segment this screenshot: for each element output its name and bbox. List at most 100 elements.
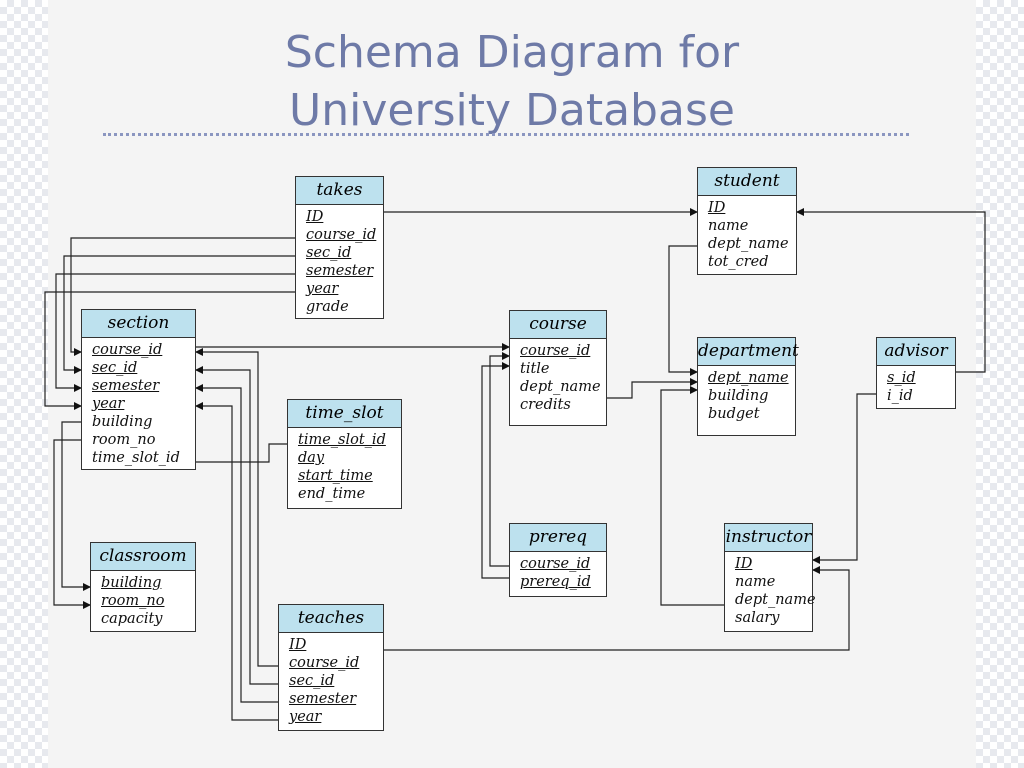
fk-instructor-department [660,386,724,606]
table-department: department dept_name building budget [697,337,799,436]
primary-key-attribute: course_id [92,342,163,358]
table-header: advisor [877,338,955,366]
fk-takes-section-course-id [70,237,295,356]
attribute-list: ID course_id sec_id semester year grade [296,205,383,316]
table-header: prereq [510,524,606,552]
attribute: budget [708,406,760,422]
fk-prereq-prereq-id [481,362,510,579]
fk-takes-section-semester [55,273,295,392]
primary-key-attribute: start_time [298,468,373,484]
primary-key-attribute: s_id [887,370,916,386]
fk-teaches-section-sec-id [195,366,278,685]
table-header: time_slot [288,400,401,428]
table-header: teaches [279,605,383,633]
primary-key-attribute: course_id [289,655,360,671]
primary-key-attribute: time_slot_id [298,432,386,448]
table-header: section [82,310,195,338]
fk-student-department [668,245,698,376]
attribute: salary [735,610,780,626]
attribute: grade [306,299,349,315]
fk-prereq-course-id [489,352,510,567]
fk-takes-section-year [44,291,295,410]
primary-key-attribute: year [289,709,322,725]
attribute: name [735,574,776,590]
table-advisor: advisor s_id i_id [876,337,956,409]
primary-key-attribute: course_id [520,343,591,359]
primary-key-attribute: course_id [306,227,377,243]
attribute: tot_cred [708,254,769,270]
table-prereq: prereq course_id prereq_id [509,523,607,597]
primary-key-attribute: semester [92,378,160,394]
attribute-list: s_id i_id [877,366,955,405]
primary-key-attribute: semester [306,263,374,279]
attribute: dept_name [520,379,601,395]
attribute: name [708,218,749,234]
primary-key-attribute: semester [289,691,357,707]
title-line-2: University Database [289,85,735,136]
attribute-list: course_id prereq_id [510,552,606,591]
fk-section-classroom-building [61,421,91,591]
attribute-list: dept_name building budget [698,366,795,423]
attribute-list: course_id sec_id semester year building room_… [82,338,195,467]
primary-key-attribute: sec_id [306,245,352,261]
left-checker-border [0,0,48,768]
attribute: dept_name [735,592,816,608]
primary-key-attribute: dept_name [708,370,789,386]
table-header: instructor [725,524,812,552]
fk-teaches-section-semester [195,384,278,703]
attribute: credits [520,397,571,413]
fk-teaches-section-year [195,402,278,721]
attribute: building [92,414,153,430]
attribute: dept_name [708,236,789,252]
right-checker-border [976,0,1024,768]
table-header: department [698,338,799,366]
attribute: i_id [887,388,913,404]
table-header: course [510,311,606,339]
attribute: end_time [298,486,366,502]
primary-key-attribute: sec_id [92,360,138,376]
table-classroom: classroom building room_no capacity [90,542,196,632]
primary-key-attribute: year [92,396,125,412]
primary-key-attribute: year [306,281,339,297]
table-header: classroom [91,543,195,571]
table-header: takes [296,177,383,205]
attribute: room_no [92,432,156,448]
fk-advisor-instructor [812,393,876,564]
fk-takes-section-sec-id [63,255,295,374]
attribute: time_slot_id [92,450,180,466]
attribute-list: ID course_id sec_id semester year [279,633,383,726]
primary-key-attribute: course_id [520,556,591,572]
primary-key-attribute: room_no [101,593,165,609]
attribute: building [708,388,769,404]
attribute: title [520,361,550,377]
primary-key-attribute: day [298,450,325,466]
table-section: section course_id sec_id semester year buildi… [81,309,196,470]
primary-key-attribute: ID [735,556,753,572]
slide-title: Schema Diagram for University Database [0,24,1024,140]
fk-advisor-student [796,208,986,373]
title-dotted-rule [103,133,909,136]
primary-key-attribute: prereq_id [520,574,591,590]
primary-key-attribute: building [101,575,162,591]
primary-key-attribute: ID [289,637,307,653]
fk-course-department [607,378,698,399]
primary-key-attribute: ID [306,209,324,225]
primary-key-attribute: sec_id [289,673,335,689]
attribute-list: building room_no capacity [91,571,195,628]
table-header: student [698,168,796,196]
fk-teaches-instructor [384,566,850,651]
attribute: capacity [101,611,163,627]
title-line-1: Schema Diagram for [284,27,740,78]
fk-teaches-section-course-id [195,348,278,667]
